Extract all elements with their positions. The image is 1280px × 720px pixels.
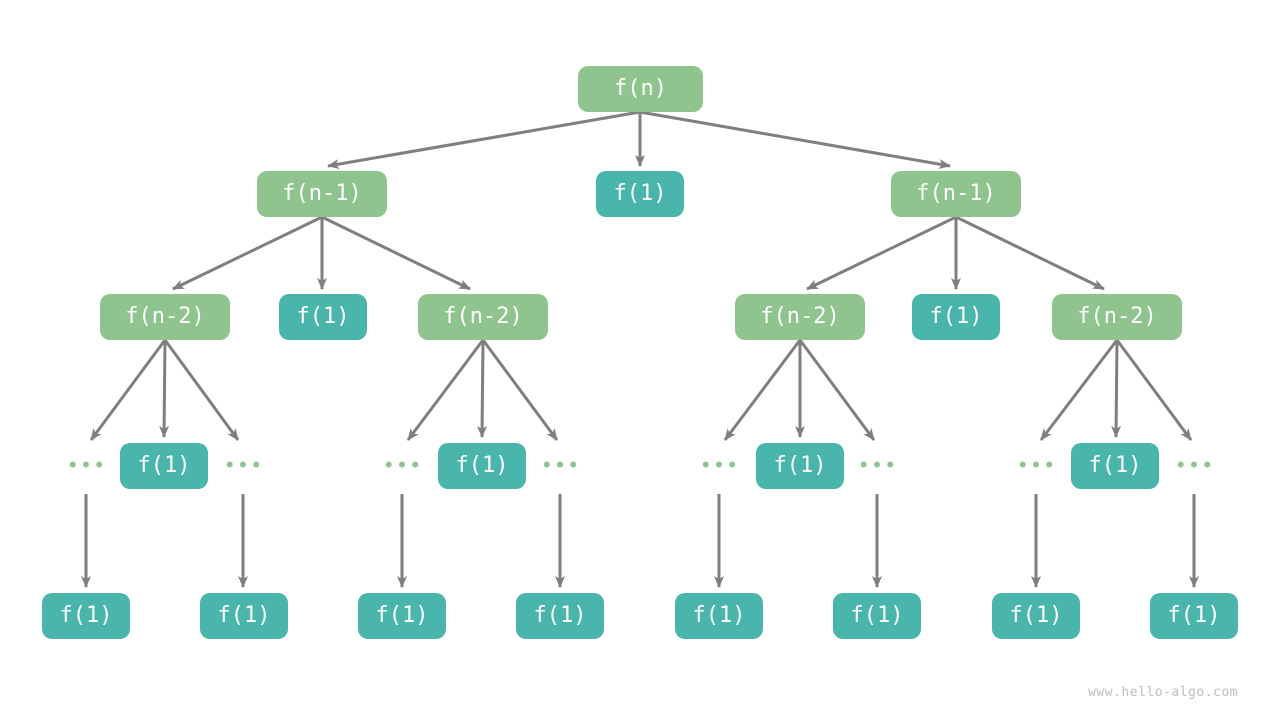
tree-node: f(n-1): [891, 171, 1021, 217]
tree-node: f(1): [279, 294, 367, 340]
edge: [1115, 339, 1193, 441]
edge: [1111, 339, 1122, 438]
edge: [327, 110, 641, 170]
edge: [723, 339, 802, 441]
ellipsis-node: •••: [383, 456, 424, 476]
tree-node: f(1): [1150, 593, 1238, 639]
ellipsis-node: •••: [1175, 456, 1216, 476]
edge: [806, 215, 957, 291]
tree-node: f(1): [42, 593, 130, 639]
edge: [798, 339, 876, 441]
tree-node: f(1): [358, 593, 446, 639]
edge: [172, 215, 323, 291]
tree-node: f(1): [516, 593, 604, 639]
tree-node: f(n-2): [1052, 294, 1182, 340]
ellipsis-node: •••: [1017, 456, 1058, 476]
edge: [639, 110, 951, 170]
tree-node: f(1): [992, 593, 1080, 639]
edge: [163, 339, 240, 441]
tree-node: f(n-2): [100, 294, 230, 340]
tree-node: f(1): [833, 593, 921, 639]
tree-node: f(1): [756, 443, 844, 489]
tree-node: f(1): [200, 593, 288, 639]
edge: [159, 339, 170, 438]
tree-node: f(n-2): [735, 294, 865, 340]
tree-node: f(1): [596, 171, 684, 217]
edge: [955, 215, 1105, 291]
edge: [321, 215, 471, 291]
watermark-text: www.hello-algo.com: [1088, 685, 1238, 700]
tree-node: f(1): [120, 443, 208, 489]
edge: [89, 339, 167, 441]
ellipsis-node: •••: [67, 456, 108, 476]
edge: [406, 339, 485, 441]
ellipsis-node: •••: [858, 456, 899, 476]
edge: [481, 339, 559, 441]
tree-node: f(1): [1071, 443, 1159, 489]
ellipsis-node: •••: [700, 456, 741, 476]
tree-node: f(1): [912, 294, 1000, 340]
ellipsis-node: •••: [224, 456, 265, 476]
edge: [1039, 339, 1119, 441]
tree-node: f(1): [675, 593, 763, 639]
ellipsis-node: •••: [541, 456, 582, 476]
edge: [477, 339, 488, 438]
tree-node: f(n-1): [257, 171, 387, 217]
tree-node: f(1): [438, 443, 526, 489]
tree-node-root: f(n): [578, 66, 703, 112]
tree-node: f(n-2): [418, 294, 548, 340]
